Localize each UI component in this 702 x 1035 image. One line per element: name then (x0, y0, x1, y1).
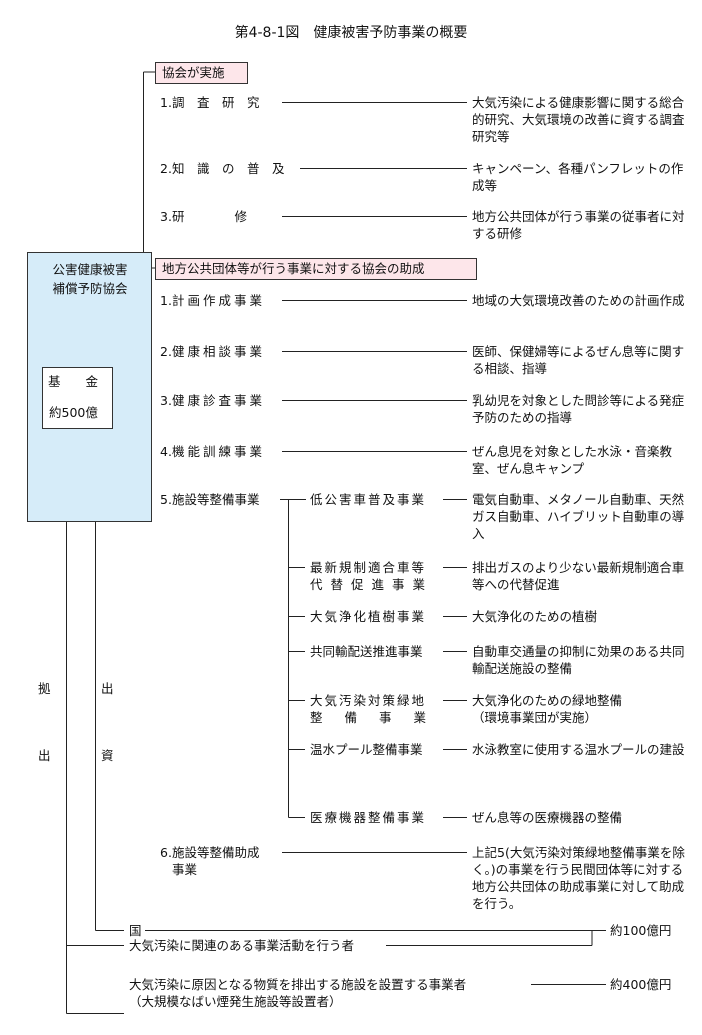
section2-item6-label2: 事業 (172, 862, 198, 877)
subitem6-label: 温水プール整備事業 (310, 742, 423, 757)
subitem1-desc: 電気自動車、メタノール自動車、天然ガス自動車、ハイブリット自動車の導入 (472, 492, 685, 541)
section1-item2-label: 知 識 の 普 及 (172, 161, 285, 176)
subitem5-label2: 整備事業 (310, 710, 449, 725)
subitem3-desc: 大気浄化のための植樹 (472, 609, 598, 624)
section2-item6-label: 施設等整備助成 (172, 845, 260, 860)
section2-item3-num: 3. (160, 393, 172, 408)
subitem4-desc: 自動車交通量の抑制に効果のある共同輸配送施設の整備 (472, 644, 685, 676)
contribution-label-char2: 出 (38, 748, 51, 763)
subitem2-label2: 代替促進事業 (310, 577, 434, 592)
section2-header: 地方公共団体等が行う事業に対する協会の助成 (155, 258, 477, 280)
organization-name-line1: 公害健康被害 (52, 262, 128, 277)
section1-item3-desc: 地方公共団体が行う事業の従事者に対する研修 (472, 209, 685, 241)
subitem2-desc: 排出ガスのより少ない最新規制適合車等への代替促進 (472, 560, 685, 592)
section2-item5-num: 5. (160, 492, 172, 507)
subitem4-label: 共同輸配送推進事業 (310, 644, 423, 659)
section1-item3-num: 3. (160, 209, 172, 224)
source-government: 国 (129, 923, 142, 938)
subitem7-desc: ぜん息等の医療機器の整備 (472, 810, 623, 825)
source-related-amount: 約100億円 (610, 923, 672, 938)
section2-item6-num: 6. (160, 845, 172, 860)
source-emitters-amount: 約400億円 (610, 977, 672, 992)
fund-amount: 約500億 (49, 405, 98, 420)
contribution-label-char1: 拠 (38, 681, 51, 696)
section2-item4-num: 4. (160, 444, 172, 459)
subitem5-desc-line1: 大気浄化のための緑地整備 (472, 693, 623, 708)
organization-name: 公害健康被害 補償予防協会 (30, 260, 150, 298)
section2-item5-label: 施設等整備事業 (172, 492, 260, 507)
section1-item1-desc: 大気汚染による健康影響に関する総合的研究、大気環境の改善に資する調査研究等 (472, 95, 685, 144)
section2-item3-desc: 乳幼児を対象とした問診等による発症予防のための指導 (472, 393, 685, 425)
section1-item1-num: 1. (160, 95, 172, 110)
section1-item3-label: 研 修 (172, 209, 248, 224)
section2-item2-label: 健康相談事業 (172, 344, 266, 359)
section2-item6-desc: 上記5(大気汚染対策緑地整備事業を除く。)の事業を行う民間団体等に対する地方公共… (472, 845, 685, 911)
source-emitters-note: （大規模なばい煙発生施設等設置者） (129, 994, 342, 1009)
fund-label: 基 金 (48, 374, 99, 389)
section2-item1-label: 計画作成事業 (172, 293, 266, 308)
subitem7-label: 医療機器整備事業 (310, 810, 427, 825)
investment-label-char1: 出 (101, 681, 114, 696)
section1-item2-desc: キャンペーン、各種パンフレットの作成等 (472, 161, 684, 193)
source-emitters: 大気汚染に原因となる物質を排出する施設を設置する事業者 (129, 977, 467, 992)
subitem5-desc-line2: （環境事業団が実施） (472, 710, 598, 725)
section2-item1-desc: 地域の大気環境改善のための計画作成 (472, 293, 685, 308)
section2-item2-num: 2. (160, 344, 172, 359)
subitem2-label: 最新規制適合車等 (310, 560, 427, 575)
organization-name-line2: 補償予防協会 (52, 281, 128, 296)
section2-item4-desc: ぜん息児を対象とした水泳・音楽教室、ぜん息キャンプ (472, 444, 673, 476)
section2-item3-label: 健康診査事業 (172, 393, 266, 408)
fund-box (42, 367, 113, 429)
section2-item4-label: 機能訓練事業 (172, 444, 266, 459)
section1-item2-num: 2. (160, 161, 172, 176)
source-related-business: 大気汚染に関連のある事業活動を行う者 (129, 938, 355, 953)
subitem5-label: 大気汚染対策緑地 (310, 693, 427, 708)
section1-header: 協会が実施 (155, 62, 248, 84)
section1-item1-label: 調 査 研 究 (172, 95, 260, 110)
subitem5-desc: 大気浄化のための緑地整備 （環境事業団が実施） (472, 692, 687, 726)
investment-label-char2: 資 (101, 748, 114, 763)
subitem6-desc: 水泳教室に使用する温水プールの建設 (472, 742, 685, 757)
subitem1-label: 低公害車普及事業 (310, 492, 427, 507)
diagram-title: 第4-8-1図 健康被害予防事業の概要 (234, 25, 468, 41)
subitem3-label: 大気浄化植樹事業 (310, 609, 427, 624)
section2-item1-num: 1. (160, 293, 172, 308)
section2-item2-desc: 医師、保健婦等によるぜん息等に関する相談、指導 (472, 344, 685, 376)
